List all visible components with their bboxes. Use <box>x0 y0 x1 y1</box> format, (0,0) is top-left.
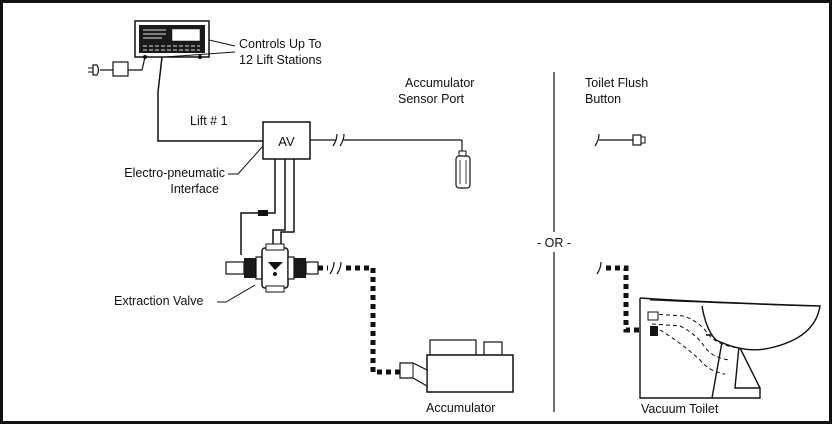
power-plug-icon <box>88 56 146 77</box>
av-label: AV <box>278 134 295 149</box>
controls-label-line2: 12 Lift Stations <box>239 53 322 67</box>
vacuum-toilet-label: Vacuum Toilet <box>641 402 719 416</box>
extraction-valve-label: Extraction Valve <box>114 294 203 308</box>
sensor-label-line2: Sensor Port <box>398 92 465 106</box>
vacuum-pipe-toilet <box>606 265 650 333</box>
sensor-line <box>310 133 463 153</box>
lift-label: Lift # 1 <box>190 114 228 128</box>
valve-leader <box>217 284 256 303</box>
control-wire <box>157 56 263 142</box>
vacuum-pipe-accumulator <box>346 265 402 375</box>
interface-leader <box>228 145 264 175</box>
vacuum-toilet <box>639 297 821 399</box>
extraction-valve <box>225 243 319 293</box>
controls-leader-2 <box>164 51 236 58</box>
sensor-label-line1: Accumulator <box>405 76 474 90</box>
controls-leader-1 <box>208 39 236 47</box>
pneumatic-lines <box>240 159 295 255</box>
valve-pipe-break <box>329 261 342 275</box>
interface-label-line2: Interface <box>170 182 219 196</box>
flush-label-line2: Button <box>585 92 621 106</box>
accumulator-tank <box>399 339 514 393</box>
controller-panel <box>134 20 210 59</box>
accumulator-sensor <box>455 150 471 189</box>
accumulator-label: Accumulator <box>426 401 495 415</box>
interface-label-line1: Electro-pneumatic <box>124 166 225 180</box>
or-label: - OR - <box>537 236 571 250</box>
flush-label-line1: Toilet Flush <box>585 76 648 90</box>
controls-label-line1: Controls Up To <box>239 37 321 51</box>
toilet-pipe-break <box>596 261 602 275</box>
flush-button-icon <box>594 133 646 147</box>
